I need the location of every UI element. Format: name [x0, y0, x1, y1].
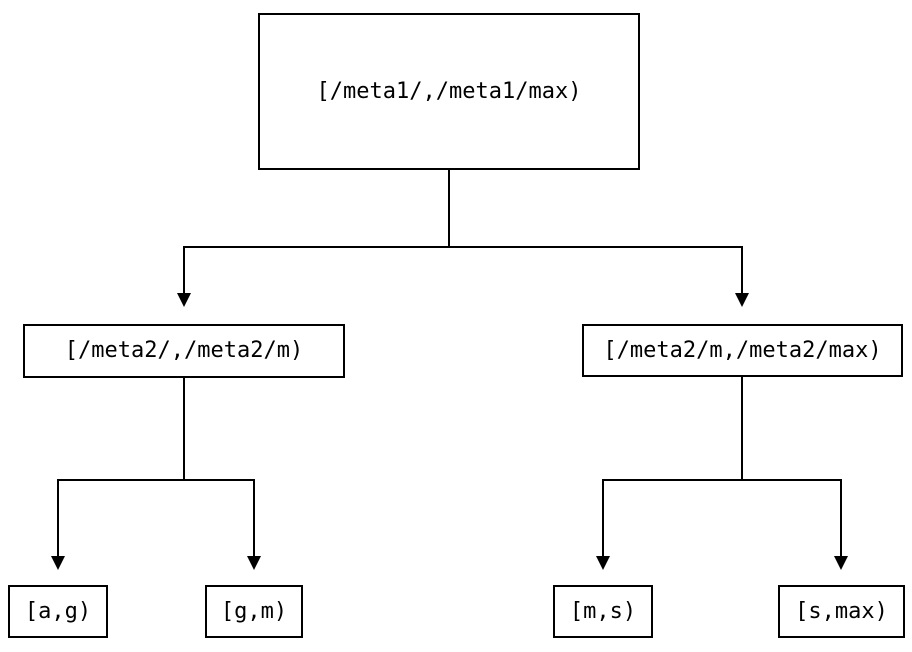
tree-node-label: [g,m) [220, 598, 288, 624]
arrowhead-icon [735, 293, 749, 307]
tree-node-label: [/meta1/,/meta1/max) [316, 78, 582, 104]
arrowhead-icon [834, 556, 848, 570]
tree-node-label: [s,max) [795, 598, 888, 624]
tree-node-label: [a,g) [24, 598, 92, 624]
arrowhead-icon [247, 556, 261, 570]
tree-node-right: [/meta2/m,/meta2/max) [582, 324, 903, 377]
arrowhead-icon [51, 556, 65, 570]
tree-node-left: [/meta2/,/meta2/m) [23, 324, 345, 378]
tree-node-label: [/meta2/m,/meta2/max) [603, 337, 882, 363]
tree-node-right-right: [s,max) [778, 585, 905, 638]
arrowhead-icon [596, 556, 610, 570]
arrowhead-icon [177, 293, 191, 307]
tree-node-left-right: [g,m) [205, 585, 303, 638]
tree-node-label: [/meta2/,/meta2/m) [64, 338, 304, 363]
tree-node-root: [/meta1/,/meta1/max) [258, 13, 640, 170]
tree-node-left-left: [a,g) [8, 585, 108, 638]
tree-node-label: [m,s) [569, 598, 637, 624]
tree-node-right-left: [m,s) [553, 585, 653, 638]
